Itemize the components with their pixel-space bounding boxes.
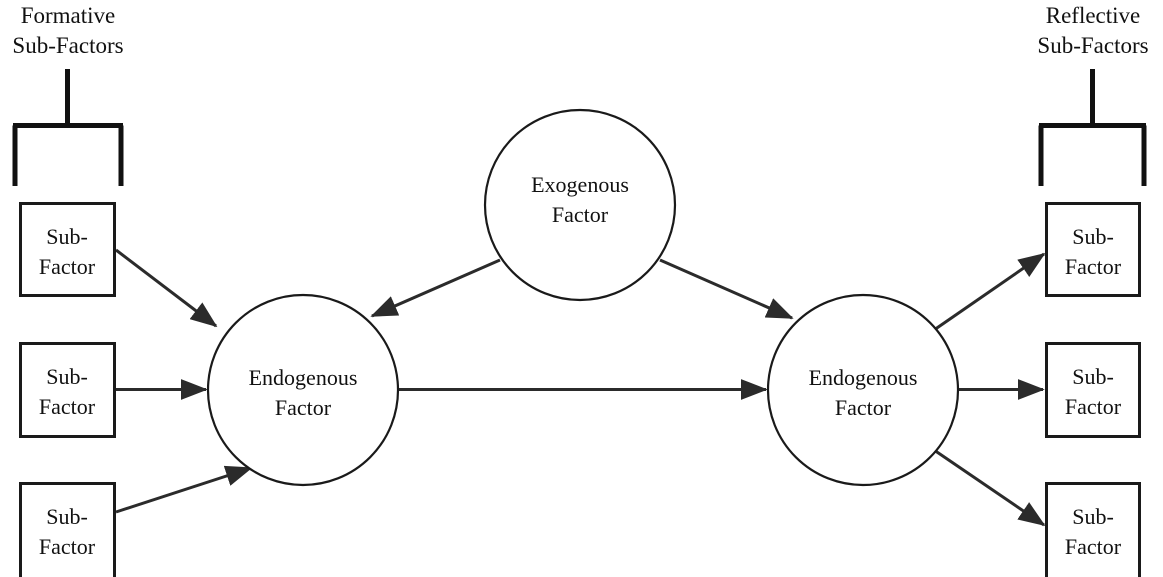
left-sub2-label-line1: Sub- bbox=[46, 364, 88, 389]
endogenous-left-circle[interactable] bbox=[206, 293, 400, 487]
right-sub3-label-line1: Sub- bbox=[1072, 504, 1114, 529]
exogenous-label-line1: Exogenous bbox=[531, 172, 629, 197]
left-sub2-label-line2: Factor bbox=[39, 394, 96, 419]
formative-bracket bbox=[12, 69, 124, 186]
box-right-sub-factor-1[interactable]: Sub- Factor bbox=[1045, 202, 1141, 297]
edge-left-sub3-to-endogenous-left bbox=[115, 465, 253, 514]
formative-title-line1: Formative bbox=[21, 3, 116, 28]
right-sub3-rect[interactable] bbox=[1045, 482, 1141, 577]
edge-left-sub1-to-endogenous-left bbox=[115, 248, 218, 328]
left-sub3-label-line2: Factor bbox=[39, 534, 96, 559]
endogenous-right-label-line1: Endogenous bbox=[809, 365, 918, 390]
formative-title-line2: Sub-Factors bbox=[12, 33, 123, 58]
node-exogenous-factor[interactable]: Exogenous Factor bbox=[483, 108, 677, 302]
left-sub3-label-line1: Sub- bbox=[46, 504, 88, 529]
edge-exogenous-to-endogenous-right bbox=[659, 258, 794, 320]
left-sub2-rect[interactable] bbox=[19, 342, 116, 438]
box-left-sub-factor-2[interactable]: Sub- Factor bbox=[19, 342, 116, 438]
exogenous-circle[interactable] bbox=[483, 108, 677, 302]
right-sub1-rect[interactable] bbox=[1045, 202, 1141, 297]
endogenous-right-circle[interactable] bbox=[766, 293, 960, 487]
right-sub1-label-line1: Sub- bbox=[1072, 224, 1114, 249]
endogenous-right-label-line2: Factor bbox=[835, 395, 892, 420]
box-right-sub-factor-2[interactable]: Sub- Factor bbox=[1045, 342, 1141, 438]
right-sub1-label-line2: Factor bbox=[1065, 254, 1122, 279]
right-sub2-label-line2: Factor bbox=[1065, 394, 1122, 419]
box-left-sub-factor-1[interactable]: Sub- Factor bbox=[19, 202, 116, 297]
edge-exogenous-to-endogenous-left bbox=[370, 258, 501, 318]
exogenous-label-line2: Factor bbox=[552, 202, 609, 227]
left-sub1-label-line1: Sub- bbox=[46, 224, 88, 249]
node-endogenous-factor-left[interactable]: Endogenous Factor bbox=[206, 293, 400, 487]
node-endogenous-factor-right[interactable]: Endogenous Factor bbox=[766, 293, 960, 487]
reflective-title-line1: Reflective bbox=[1046, 3, 1141, 28]
right-sub2-rect[interactable] bbox=[1045, 342, 1141, 438]
endogenous-left-label-line2: Factor bbox=[275, 395, 332, 420]
box-left-sub-factor-3[interactable]: Sub- Factor bbox=[19, 482, 116, 577]
reflective-bracket bbox=[1038, 69, 1147, 186]
left-sub1-label-line2: Factor bbox=[39, 254, 96, 279]
right-sub3-label-line2: Factor bbox=[1065, 534, 1122, 559]
left-sub1-rect[interactable] bbox=[19, 202, 116, 297]
edge-endogenous-right-to-right-sub3 bbox=[933, 448, 1046, 527]
left-sub3-rect[interactable] bbox=[19, 482, 116, 577]
endogenous-left-label-line1: Endogenous bbox=[249, 365, 358, 390]
reflective-title-line2: Sub-Factors bbox=[1037, 33, 1148, 58]
edge-endogenous-right-to-right-sub1 bbox=[933, 252, 1046, 332]
right-sub2-label-line1: Sub- bbox=[1072, 364, 1114, 389]
box-right-sub-factor-3[interactable]: Sub- Factor bbox=[1045, 482, 1141, 577]
